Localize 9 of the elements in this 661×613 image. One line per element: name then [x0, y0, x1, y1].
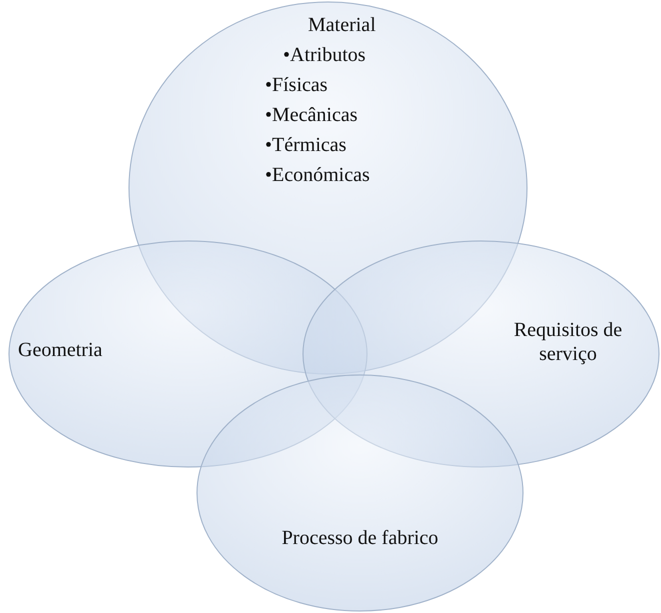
bullet-item: •Térmicas	[265, 133, 346, 157]
set-label: Geometria	[18, 338, 102, 362]
bullet-item: •Atributos	[283, 43, 366, 67]
set-label: Material	[308, 13, 376, 37]
set-label: Processo de fabrico	[280, 526, 440, 550]
bullet-item: •Económicas	[265, 163, 370, 187]
bullet-item: •Mecânicas	[265, 103, 358, 127]
set-label: Requisitos de serviço	[512, 318, 624, 366]
bullet-item: •Físicas	[265, 73, 328, 97]
